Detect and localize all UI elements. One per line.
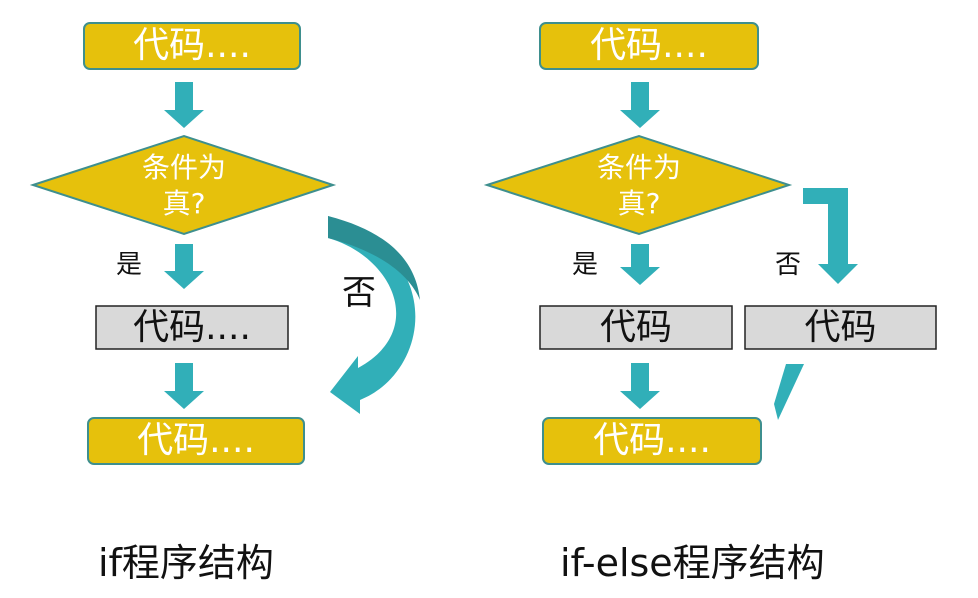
if-end-box <box>87 417 305 465</box>
ifelse-arrow-yes <box>620 244 660 285</box>
if-end-label: 代码.... <box>137 420 255 461</box>
if-no-label: 否 <box>342 273 376 313</box>
ifelse-end-box <box>542 417 762 465</box>
if-arrow-1 <box>164 82 204 128</box>
if-body-label: 代码.... <box>133 306 251 348</box>
ifelse-end-label: 代码.... <box>593 420 711 461</box>
if-decision-line1: 条件为 <box>141 151 226 184</box>
ifelse-decision-label: 条件为 真? <box>569 150 709 222</box>
if-caption: if程序结构 <box>98 541 274 585</box>
if-arrow-yes <box>164 244 204 289</box>
if-yes-label: 是 <box>116 250 143 280</box>
ifelse-no-elbow-arrow <box>803 188 858 284</box>
if-start-label: 代码.... <box>133 25 251 66</box>
ifelse-caption: if-else程序结构 <box>560 541 825 585</box>
ifelse-start-label: 代码.... <box>590 25 708 66</box>
if-start-box <box>83 22 301 70</box>
ifelse-start-box <box>539 22 759 70</box>
if-arrow-2 <box>164 363 204 409</box>
ifelse-decision-line2: 真? <box>617 187 661 220</box>
if-decision-label: 条件为 真? <box>114 150 254 222</box>
ifelse-yes-label: 是 <box>572 250 599 280</box>
ifelse-arrow-1 <box>620 82 660 128</box>
ifelse-no-label: 否 <box>775 250 802 280</box>
ifelse-no-body-box <box>744 305 937 350</box>
ifelse-no-body-label: 代码 <box>804 306 877 348</box>
if-no-curved-arrow-shade <box>328 216 420 300</box>
ifelse-arrow-2 <box>620 363 660 409</box>
if-decision-diamond <box>29 134 337 236</box>
ifelse-merge-connector <box>774 364 804 420</box>
ifelse-yes-body-label: 代码 <box>599 306 672 348</box>
if-decision-line2: 真? <box>162 187 206 220</box>
if-body-box <box>95 305 289 350</box>
ifelse-yes-body-box <box>539 305 733 350</box>
ifelse-decision-line1: 条件为 <box>596 151 681 184</box>
ifelse-decision-diamond <box>483 134 793 236</box>
